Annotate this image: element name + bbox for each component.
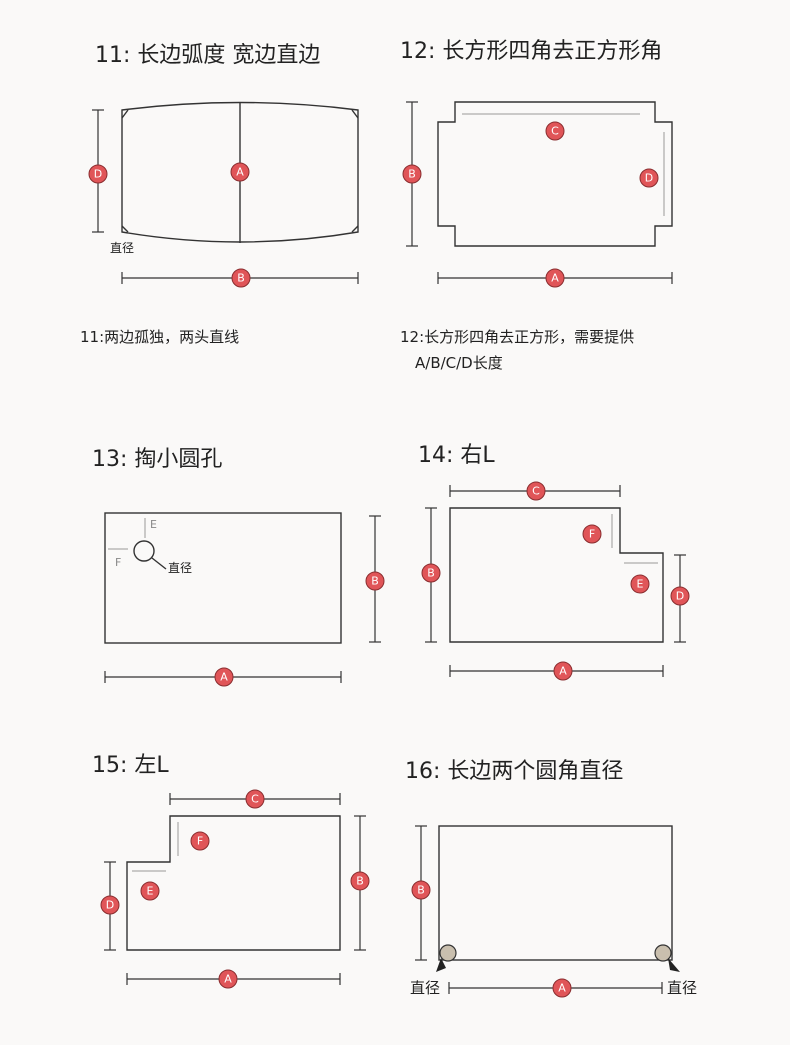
svg-text:F: F [589,528,595,541]
panel-16-arrow-left [436,958,446,972]
panel-13-hole [133,540,155,562]
panel-13-hole-leader [151,557,167,570]
panel-11-corner-tl [121,109,129,119]
panel-14: 14: 右L C F E B D A [418,443,690,681]
panel-12-badge-b: B [402,164,422,184]
svg-text:B: B [417,884,425,897]
panel-16-badge-b: B [411,880,431,900]
svg-text:B: B [408,168,416,181]
panel-16-corner-left [439,944,457,962]
panel-12-note-line1: 12:长方形四角去正方形，需要提供 [400,328,634,346]
panel-13: 13: 掏小圆孔 E F 直径 B A [92,447,385,687]
panel-11-badge-a: A [230,162,250,182]
panel-11-badge-d: D [88,164,108,184]
panel-15-badge-c: C [245,789,265,809]
panel-14-badge-a: A [553,661,573,681]
panel-12-title: 12: 长方形四角去正方形角 [400,39,662,64]
svg-text:D: D [94,168,102,181]
panel-14-badge-e: E [630,574,650,594]
panel-11-note: 11:两边孤独，两头直线 [80,328,239,346]
panel-15-table-outline [126,815,341,951]
svg-text:A: A [559,665,567,678]
svg-text:E: E [637,578,644,591]
svg-text:E: E [147,885,154,898]
svg-text:B: B [427,567,435,580]
panel-11-corner-br [351,225,359,233]
svg-text:D: D [676,590,684,603]
panel-15-badge-e: E [140,881,160,901]
panel-11: 11: 长边弧度 宽边直边 直径 A D B 11:两边孤独，两头直线 [80,43,359,346]
panel-15-badge-f: F [190,831,210,851]
panel-11-table-outline [121,101,359,243]
panel-16: 16: 长边两个圆角直径 直径 直径 B A [405,759,697,998]
panel-16-table-outline [438,825,673,961]
panel-14-table-outline [449,507,664,643]
svg-text:A: A [236,166,244,179]
panel-13-badge-b: B [365,571,385,591]
svg-text:A: A [558,982,566,995]
svg-text:C: C [251,793,259,806]
panel-14-badge-f: F [582,524,602,544]
panel-15: 15: 左L C F E D B A [92,753,370,989]
svg-text:A: A [551,272,559,285]
panel-16-corner-right [654,944,672,962]
panel-12-note-line2: A/B/C/D长度 [415,354,503,372]
panel-13-diameter-label: 直径 [168,561,192,575]
panel-15-title: 15: 左L [92,753,169,778]
svg-text:B: B [371,575,379,588]
panel-14-badge-b: B [421,563,441,583]
panel-15-badge-a: A [218,969,238,989]
panel-15-badge-d: D [100,895,120,915]
panel-13-label-f: F [115,556,121,569]
svg-text:C: C [551,125,559,138]
svg-text:A: A [220,671,228,684]
panel-12-badge-a: A [545,268,565,288]
panel-12-table-outline [437,101,673,247]
panel-16-arrow-right [668,958,680,972]
panel-16-badge-a: A [552,978,572,998]
panel-11-corner-bl [121,225,129,233]
panel-13-label-e: E [150,518,157,531]
svg-text:B: B [356,875,364,888]
panel-12-badge-c: C [545,121,565,141]
svg-text:C: C [532,485,540,498]
panel-12: 12: 长方形四角去正方形角 C D B A 12:长方形四角去正方形，需要提供… [400,39,673,372]
panel-13-table-outline [104,512,342,644]
panel-14-badge-d: D [670,586,690,606]
panel-13-title: 13: 掏小圆孔 [92,447,222,472]
svg-text:B: B [237,272,245,285]
svg-text:D: D [106,899,114,912]
panel-15-badge-b: B [350,871,370,891]
panel-14-title: 14: 右L [418,443,495,468]
panel-16-title: 16: 长边两个圆角直径 [405,759,623,784]
panel-16-diameter-label-right: 直径 [667,979,697,997]
panel-11-title: 11: 长边弧度 宽边直边 [95,43,320,68]
panel-16-diameter-label-left: 直径 [410,979,440,997]
panel-12-badge-d: D [639,168,659,188]
svg-text:F: F [197,835,203,848]
panel-11-diameter-label: 直径 [110,241,134,255]
svg-text:D: D [645,172,653,185]
panel-13-badge-a: A [214,667,234,687]
panel-11-corner-tr [351,109,359,119]
panel-11-badge-b: B [231,268,251,288]
panel-14-badge-c: C [526,481,546,501]
svg-text:A: A [224,973,232,986]
